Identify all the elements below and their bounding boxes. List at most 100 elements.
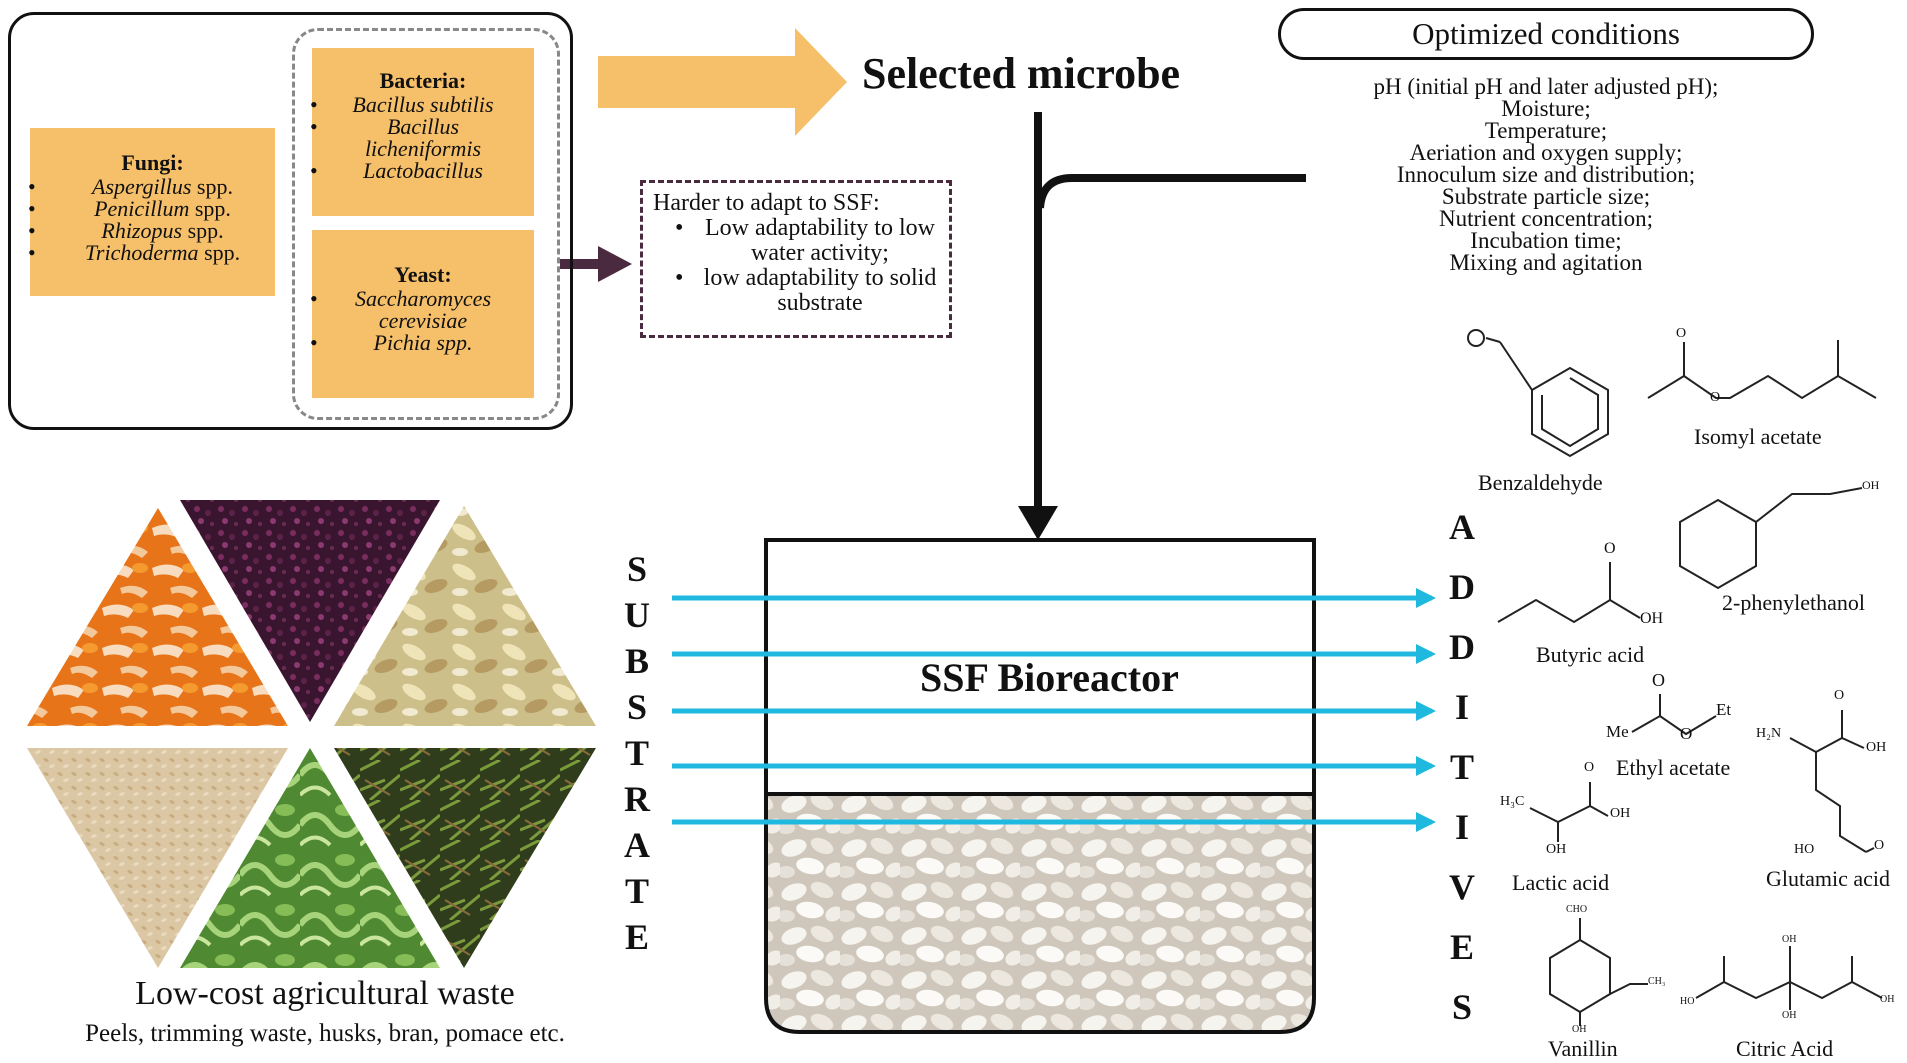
butyric-acid-label: Butyric acid xyxy=(1536,642,1645,667)
citric-acid-oh-top: OH xyxy=(1782,934,1797,945)
additives-letter: D xyxy=(1449,627,1475,667)
additives-letter: T xyxy=(1449,747,1474,787)
benzaldehyde-oxygen xyxy=(1467,329,1485,347)
butyric-acid-structure xyxy=(1497,562,1641,624)
bioreactor-substrate-fill xyxy=(766,794,1314,1032)
fungi-item-name: Trichoderma xyxy=(84,240,199,265)
isomyl-acetate-structure xyxy=(1647,340,1877,400)
condition-item: Aeriation and oxygen supply; xyxy=(1409,140,1683,165)
fungi-box: Fungi: •Aspergillus spp. •Penicillum spp… xyxy=(28,128,275,296)
lactic-acid-structure xyxy=(1529,782,1609,842)
condition-item: Temperature; xyxy=(1484,118,1608,143)
lactic-acid-chain xyxy=(1529,804,1609,824)
harder-to-adapt-list: •Low adaptability to low water activity;… xyxy=(653,216,949,316)
orange-arrow xyxy=(598,28,847,136)
harder-to-adapt-item: •Low adaptability to low water activity; xyxy=(675,215,935,266)
additives-letter: D xyxy=(1449,567,1475,607)
lactic-acid-label: Lactic acid xyxy=(1512,870,1610,895)
fungi-item-suffix: spp. xyxy=(189,196,231,221)
harder-to-adapt-item-text: low adaptability to solid substrate xyxy=(703,265,937,316)
lactic-acid-oh-bottom: OH xyxy=(1546,842,1567,857)
fungi-list: •Aspergillus spp. •Penicillum spp. •Rhiz… xyxy=(28,174,275,265)
condition-item: Innoculum size and distribution; xyxy=(1396,162,1696,187)
substrate-letter: A xyxy=(624,825,650,865)
bioreactor xyxy=(764,538,1316,1034)
phenylethanol-label: 2-phenylethanol xyxy=(1722,590,1865,615)
vanillin-cho: CHO xyxy=(1566,904,1588,915)
condition-item: Incubation time; xyxy=(1470,228,1622,253)
conditions-connector xyxy=(1036,174,1306,209)
condition-item: Moisture; xyxy=(1501,96,1591,121)
bacteria-item-name: Bacillus licheniformis xyxy=(364,114,482,161)
microbe-to-reactor-arrowhead xyxy=(1018,506,1058,540)
bacteria-box: Bacteria: •Bacillus subtilis •Bacillus l… xyxy=(310,48,534,216)
vanillin-methoxy xyxy=(1609,983,1648,995)
condition-item: Substrate particle size; xyxy=(1441,184,1651,209)
ethyl-acetate-me: Me xyxy=(1606,722,1629,741)
glutamic-acid-structure xyxy=(1789,710,1875,853)
ethyl-acetate-chain xyxy=(1631,714,1717,736)
phenylethanol-ring xyxy=(1679,498,1757,590)
vanillin-label: Vanillin xyxy=(1548,1036,1618,1061)
phenylethanol-oh: OH xyxy=(1862,478,1880,492)
bacteria-list: •Bacillus subtilis •Bacillus licheniform… xyxy=(310,92,534,183)
ethyl-acetate-label: Ethyl acetate xyxy=(1616,755,1731,780)
bacteria-item: •Bacillus licheniformis xyxy=(310,114,482,161)
substrate-letter: T xyxy=(624,871,649,911)
bacteria-heading: Bacteria: xyxy=(379,68,467,93)
lactic-acid-o: O xyxy=(1584,760,1595,775)
glutamic-acid-carbonyl-bottom xyxy=(1865,847,1875,853)
ethyl-acetate-o: O xyxy=(1680,724,1693,743)
benzaldehyde-bond-2 xyxy=(1485,337,1501,343)
fungi-item-name: Rhizopus xyxy=(101,218,183,243)
harder-to-adapt-item-text: Low adaptability to low water activity; xyxy=(705,215,935,266)
waste-tile-potato-peels xyxy=(334,506,596,726)
condition-item: pH (initial pH and later adjusted pH); xyxy=(1373,74,1719,99)
fungi-item: •Penicillum spp. xyxy=(28,196,231,221)
bacteria-item: •Bacillus subtilis xyxy=(310,92,494,117)
fungi-item-name: Penicillum xyxy=(94,196,190,221)
bacteria-item-name: Bacillus subtilis xyxy=(352,92,494,117)
additives-letter: E xyxy=(1449,927,1474,967)
purple-arrow-head xyxy=(598,246,632,282)
phenylethanol-chain xyxy=(1755,487,1863,523)
citric-acid-oh-bottom: OH xyxy=(1782,1010,1797,1021)
isomyl-acetate-label: Isomyl acetate xyxy=(1694,424,1822,449)
benzaldehyde-structure xyxy=(1467,329,1609,458)
benzaldehyde-bond-1 xyxy=(1499,341,1533,391)
yeast-list: •Saccharomyces cerevisiae •Pichia spp. xyxy=(310,288,534,355)
fungi-item-name: Aspergillus xyxy=(92,174,192,199)
optimized-conditions-title: Optimized conditions xyxy=(1278,8,1814,60)
citric-acid-oh-right: OH xyxy=(1880,994,1895,1005)
isomyl-acetate-o-top: O xyxy=(1676,326,1687,341)
yeast-item-name: Pichia spp. xyxy=(373,330,473,355)
butyric-acid-oh: OH xyxy=(1640,610,1664,627)
glutamic-acid-chain xyxy=(1789,736,1865,754)
chem-structures xyxy=(1467,329,1883,1026)
waste-tile-orange-peels xyxy=(27,508,288,726)
glutamic-acid-o-top: O xyxy=(1834,688,1845,703)
waste-tile-trimmings xyxy=(334,748,596,968)
harder-to-adapt-box: Harder to adapt to SSF: •Low adaptabilit… xyxy=(640,180,952,338)
citric-acid-label: Citric Acid xyxy=(1736,1036,1834,1061)
waste-tile-pomace xyxy=(180,500,440,722)
waste-tile-cabbage xyxy=(180,748,440,968)
optimized-conditions-list: pH (initial pH and later adjusted pH); M… xyxy=(1290,74,1802,274)
yeast-heading: Yeast: xyxy=(394,262,452,287)
glutamic-acid-sidechain xyxy=(1815,752,1867,853)
additives-letter: I xyxy=(1454,687,1469,727)
bacteria-item-name: Lactobacillus xyxy=(363,158,483,183)
substrate-letter: B xyxy=(624,641,649,681)
yeast-box: Yeast: •Saccharomyces cerevisiae •Pichia… xyxy=(310,230,534,398)
butyric-acid-o: O xyxy=(1604,540,1616,557)
ethyl-acetate-et: Et xyxy=(1716,700,1732,719)
substrate-letter: U xyxy=(624,595,650,635)
isomyl-acetate-chain xyxy=(1647,374,1877,400)
lactic-acid-oh: OH xyxy=(1610,806,1631,821)
citric-acid-ho: HO xyxy=(1680,996,1695,1007)
glutamic-acid-h2n: H₂N xyxy=(1756,726,1782,741)
phenylethanol-structure xyxy=(1679,487,1863,590)
bacteria-item: •Lactobacillus xyxy=(310,158,483,183)
benzaldehyde-ring-inner xyxy=(1541,377,1599,448)
substrate-letter: S xyxy=(626,687,648,727)
